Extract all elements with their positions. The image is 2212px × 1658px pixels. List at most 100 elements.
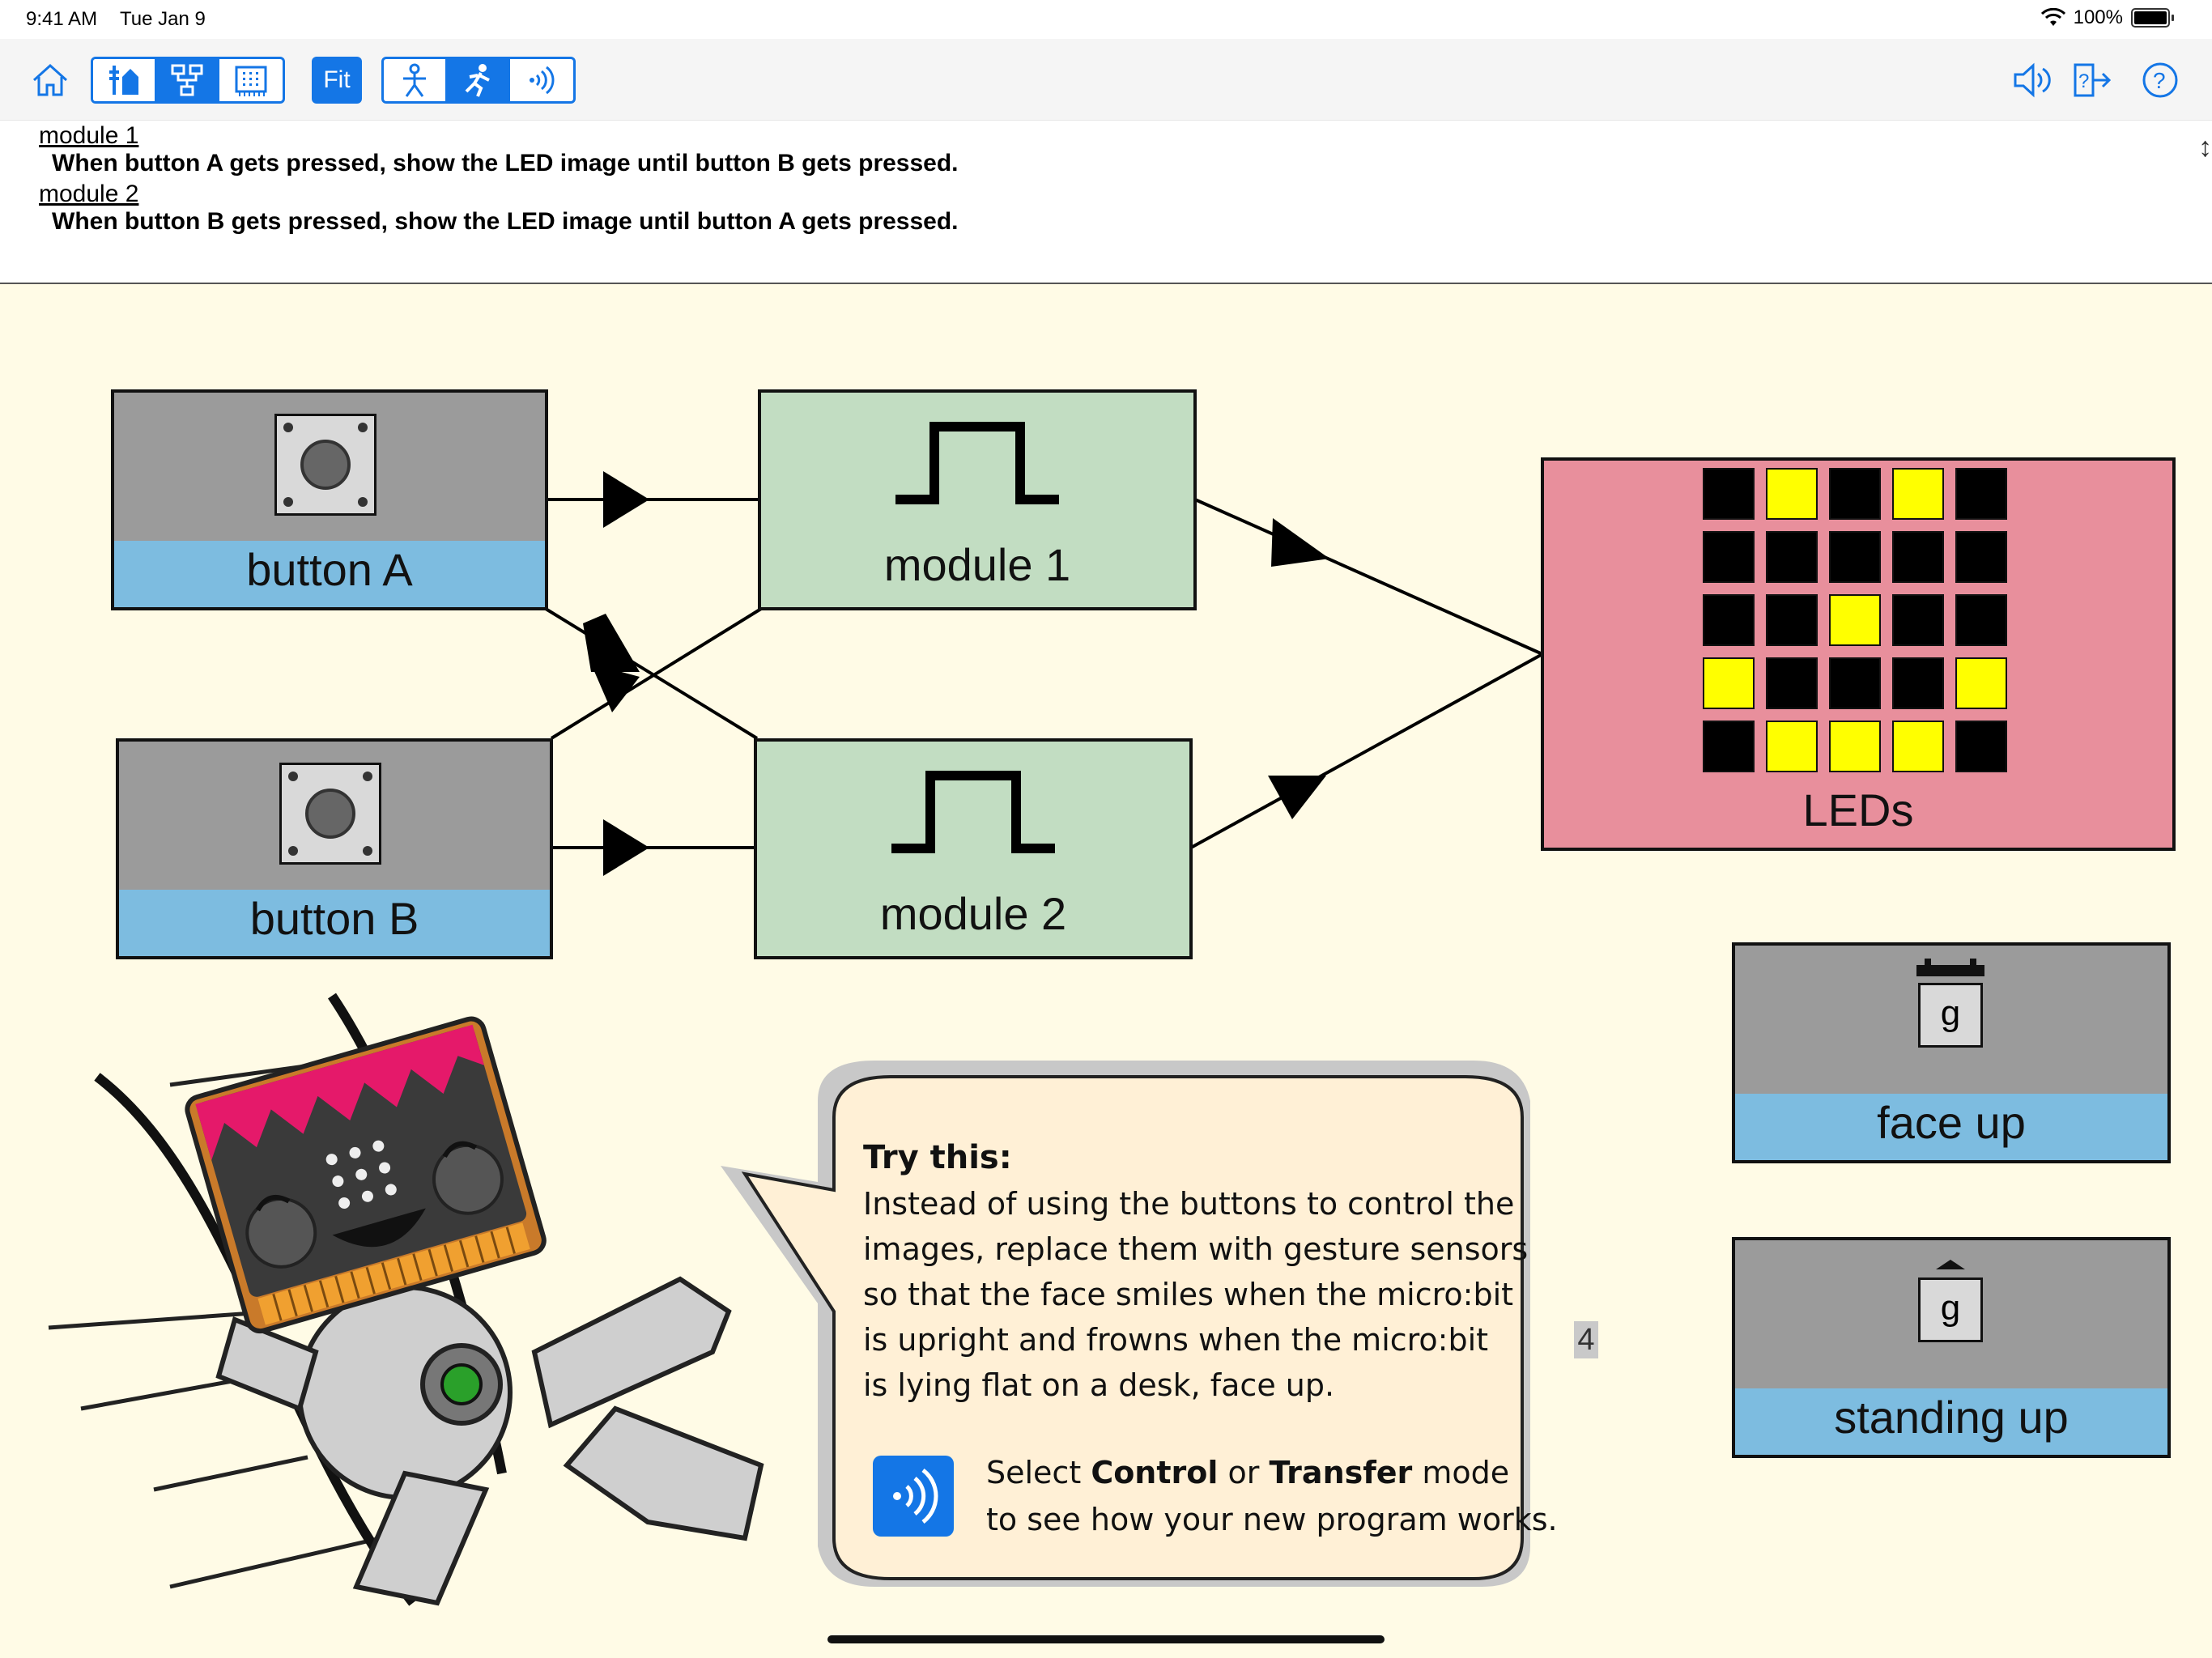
push-button-icon bbox=[274, 414, 376, 516]
callout-line-1: Instead of using the buttons to control … bbox=[863, 1186, 1515, 1222]
face-up-block[interactable]: g face up bbox=[1732, 942, 2171, 1163]
blocks-view-icon bbox=[109, 66, 138, 95]
module-2-label: module 2 bbox=[879, 888, 1067, 939]
led-2-3 bbox=[1892, 594, 1944, 646]
hint-prefix: Select bbox=[986, 1455, 1091, 1490]
standing-up-arrow-icon bbox=[1936, 1260, 1965, 1269]
button-a-label: button A bbox=[246, 544, 413, 595]
home-indicator[interactable] bbox=[827, 1635, 1385, 1643]
hint-line-2: to see how your new program works. bbox=[986, 1502, 1558, 1537]
led-4-3 bbox=[1892, 721, 1944, 772]
led-4-4 bbox=[1955, 721, 2007, 772]
help-button[interactable]: ? bbox=[2138, 57, 2183, 104]
callout-line-4: is upright and frowns when the micro:bit bbox=[863, 1322, 1489, 1358]
leds-block[interactable]: LEDs bbox=[1541, 457, 2176, 851]
wifi-icon bbox=[2040, 8, 2065, 26]
led-0-1 bbox=[1766, 468, 1818, 520]
wire-module-2-leds bbox=[1190, 653, 1543, 849]
transfer-mode-button[interactable] bbox=[510, 59, 573, 101]
status-bar: 9:41 AM Tue Jan 9 100% bbox=[0, 0, 2212, 39]
standing-up-label: standing up bbox=[1834, 1392, 2069, 1443]
arrow-m1-leds bbox=[1271, 518, 1329, 567]
wire-button-a-module-2 bbox=[544, 607, 759, 740]
speaker-button[interactable] bbox=[2010, 57, 2055, 104]
control-mode-button[interactable] bbox=[447, 59, 510, 101]
page-number-badge: 4 bbox=[1574, 1321, 1598, 1358]
pulse-icon bbox=[891, 771, 1055, 853]
standing-up-band bbox=[1735, 1388, 2167, 1455]
diagram-view-icon bbox=[171, 64, 203, 96]
exit-help-button[interactable]: ? bbox=[2069, 57, 2115, 104]
module-1-description: When button A gets pressed, show the LED… bbox=[52, 150, 959, 176]
callout-body: Instead of using the buttons to control … bbox=[863, 1181, 1576, 1408]
pulse-icon bbox=[895, 422, 1059, 504]
diagram-view-button[interactable] bbox=[156, 59, 219, 101]
led-2-1 bbox=[1766, 594, 1818, 646]
led-matrix bbox=[1703, 468, 2007, 772]
callout-hint: Select Control or Transfer mode to see h… bbox=[986, 1449, 1585, 1543]
home-button[interactable] bbox=[28, 57, 73, 104]
arrow-m2-leds bbox=[1268, 776, 1326, 819]
status-date: Tue Jan 9 bbox=[120, 8, 206, 30]
led-4-1 bbox=[1766, 721, 1818, 772]
hint-suffix: mode bbox=[1412, 1455, 1510, 1490]
hint-middle: or bbox=[1218, 1455, 1270, 1490]
transfer-mode-icon bbox=[873, 1456, 954, 1537]
exit-help-icon: ? bbox=[2074, 63, 2112, 97]
resize-handle-icon[interactable]: ↕ bbox=[2198, 132, 2212, 163]
led-2-2 bbox=[1829, 594, 1881, 646]
leds-label: LEDs bbox=[1802, 784, 1914, 835]
standing-up-block[interactable]: g standing up bbox=[1732, 1237, 2171, 1458]
fit-button[interactable]: Fit bbox=[312, 57, 362, 104]
blocks-view-button[interactable] bbox=[93, 59, 156, 101]
face-up-label: face up bbox=[1877, 1097, 2026, 1148]
edit-mode-icon bbox=[403, 63, 426, 97]
face-up-bar-icon bbox=[1916, 965, 1984, 976]
led-3-2 bbox=[1829, 657, 1881, 709]
toolbar: Fit ? bbox=[0, 39, 2212, 121]
microbit-view-icon bbox=[235, 66, 267, 96]
speaker-icon bbox=[2014, 62, 2051, 98]
led-3-0 bbox=[1703, 657, 1755, 709]
led-3-1 bbox=[1766, 657, 1818, 709]
arrow-b-m2 bbox=[603, 819, 649, 876]
wire-button-b-module-1 bbox=[550, 607, 763, 740]
face-up-band bbox=[1735, 1094, 2167, 1160]
callout-line-2: images, replace them with gesture sensor… bbox=[863, 1231, 1529, 1267]
module-1-block[interactable]: module 1 bbox=[758, 389, 1197, 610]
led-1-1 bbox=[1766, 531, 1818, 583]
led-2-0 bbox=[1703, 594, 1755, 646]
led-2-4 bbox=[1955, 594, 2007, 646]
view-mode-group bbox=[91, 57, 285, 104]
face-up-tick-icon bbox=[1970, 959, 1976, 967]
module-2-block[interactable]: module 2 bbox=[754, 738, 1193, 959]
led-4-0 bbox=[1703, 721, 1755, 772]
led-3-4 bbox=[1955, 657, 2007, 709]
status-time: 9:41 AM bbox=[26, 8, 98, 30]
microbit-view-button[interactable] bbox=[219, 59, 283, 101]
button-b-band bbox=[119, 890, 550, 956]
hint-control: Control bbox=[1091, 1455, 1219, 1490]
wire-module-1-leds bbox=[1194, 498, 1543, 656]
led-1-4 bbox=[1955, 531, 2007, 583]
status-right: 100% bbox=[2040, 6, 2174, 29]
gesture-g-icon: g bbox=[1918, 1278, 1983, 1342]
led-3-3 bbox=[1892, 657, 1944, 709]
button-a-block[interactable]: button A bbox=[111, 389, 548, 610]
led-0-4 bbox=[1955, 468, 2007, 520]
module-1-heading[interactable]: module 1 bbox=[39, 122, 139, 149]
callout-line-5: is lying flat on a desk, face up. bbox=[863, 1367, 1335, 1403]
robot-mascot-illustration bbox=[48, 993, 764, 1606]
callout-line-3: so that the face smiles when the micro:b… bbox=[863, 1277, 1514, 1312]
arrow-a-m2 bbox=[591, 664, 640, 712]
run-mode-group bbox=[381, 57, 576, 104]
svg-text:?: ? bbox=[2078, 70, 2089, 92]
face-up-tick-icon bbox=[1925, 959, 1931, 967]
home-icon bbox=[32, 63, 68, 96]
led-0-3 bbox=[1892, 468, 1944, 520]
hint-transfer: Transfer bbox=[1269, 1455, 1413, 1490]
module-2-heading[interactable]: module 2 bbox=[39, 181, 139, 207]
button-b-block[interactable]: button B bbox=[116, 738, 553, 959]
edit-mode-button[interactable] bbox=[384, 59, 447, 101]
